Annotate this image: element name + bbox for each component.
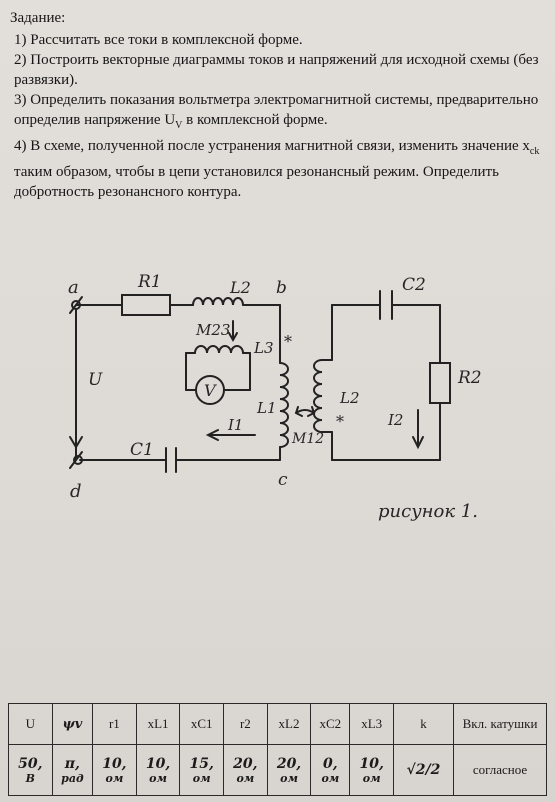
value-unit: ом [236,771,255,785]
task-item-3: 3) Определить показания вольтметра элект… [10,90,545,136]
value-main: согласное [472,762,528,777]
task-item-2: 2) Построить векторные диаграммы токов и… [14,52,539,88]
value-cell: 0,ом [310,744,351,796]
inductor-l1 [279,362,289,448]
value-unit: ом [362,771,381,785]
task-item-4: 4) В схеме, полученной после устранения … [10,136,545,202]
value-main: 20, [276,755,302,772]
value-unit: ом [105,771,124,785]
inductor-l2-top [192,297,244,306]
task-item-3-tail: в комплексной форме. [182,112,328,128]
value-main: 50, [18,755,43,772]
table-header-row: U ψv r1 xL1 xC1 r2 xL2 xC2 xL3 k Вкл. ка… [8,703,547,745]
node-c-label: c [278,470,288,490]
resistor-r1 [121,294,171,316]
value-cell: 20,ом [223,744,268,796]
value-unit: ом [321,771,340,785]
i1-label: I1 [227,416,243,434]
voltage-u-arrow [69,404,83,449]
value-cell: 50,В [8,744,53,796]
header-cell: U [8,703,53,745]
value-main: 0, [323,755,338,772]
terminal-d-mark [69,451,83,469]
value-cell: √2/2 [393,744,454,796]
task-item-4-text: 4) В схеме, полученной после устранения … [14,138,530,154]
task-title: Задание: [10,10,66,26]
current-i1-arrow [205,429,256,441]
r1-label: R1 [137,272,162,292]
task-item-4-tail: таким образом, чтобы в цепи установился … [14,164,499,200]
parameters-table: U ψv r1 xL1 xC1 r2 xL2 xC2 xL3 k Вкл. ка… [8,703,547,796]
header-cell: xL1 [135,703,181,745]
polarity-star-top: * [284,332,292,351]
value-main: 10, [102,755,127,772]
value-cell: π,рад [51,744,94,796]
value-cell: согласное [453,744,547,796]
l3-label: L3 [253,339,274,357]
task-item-4-subscript: ck [529,146,540,157]
header-cell: xL3 [349,703,395,745]
inductor-l3 [194,345,244,354]
value-main: 15, [189,755,214,772]
task-item-3-text: 3) Определить показания вольтметра элект… [14,92,539,128]
value-main: 10, [145,755,171,772]
header-cell: xC2 [310,703,351,745]
l2-secondary-label: L2 [339,389,360,407]
header-cell: r1 [92,703,137,745]
value-main: 20, [233,755,258,772]
value-cell: 20,ом [266,744,312,796]
header-cell: r2 [223,703,268,745]
node-d-label: d [70,481,82,502]
header-cell: k [393,703,454,745]
coupling-m23-arrow [228,320,238,343]
voltmeter-label: V [204,381,217,400]
terminal-a [71,300,81,310]
resistor-r2 [429,362,451,404]
coupling-m12-arrow [294,406,316,417]
value-unit: ом [280,771,298,785]
circuit-diagram: a R1 L2 b M23 L3 V L1 I1 C1 M12 c U d C2… [68,272,482,522]
value-cell: 10,ом [349,744,395,796]
value-main: π, [64,755,80,772]
task-item-3-subscript: V [175,120,183,131]
i2-label: I2 [387,411,403,429]
value-unit: рад [61,771,84,785]
table-row: 50,В π,рад 10,ом 10,ом 15,ом 20,ом 20,ом… [8,744,547,796]
inductor-l2-secondary [313,359,323,433]
task-item-1: 1) Рассчитать все токи в комплексной фор… [14,32,303,48]
value-unit: ом [149,771,167,785]
node-a-label: a [68,277,79,298]
terminal-a-mark [69,296,83,314]
voltage-u-label: U [88,370,103,390]
task-block: Задание: 1) Рассчитать все токи в компле… [10,8,545,202]
l2-top-label: L2 [229,278,251,297]
header-cell: xL2 [266,703,312,745]
polarity-star-bottom: * [336,412,344,431]
c1-label: C1 [130,440,154,460]
value-cell: 10,ом [92,744,137,796]
value-main: √2/2 [406,762,441,778]
header-cell: Вкл. катушки [453,703,547,745]
l1-label: L1 [256,399,277,417]
value-cell: 15,ом [179,744,225,796]
header-cell: xC1 [179,703,225,745]
node-b-label: b [276,278,287,298]
value-unit: ом [192,771,211,785]
value-unit: В [25,771,35,785]
c2-label: C2 [402,275,426,295]
value-main: 10, [359,755,384,772]
r2-label: R2 [457,368,482,388]
header-cell: ψv [51,703,94,745]
value-cell: 10,ом [135,744,181,796]
figure-caption: рисунок 1. [378,501,478,522]
m23-label: M23 [195,321,230,339]
terminal-d [73,455,83,465]
current-i2-arrow [412,409,424,450]
m12-label: M12 [291,431,324,447]
